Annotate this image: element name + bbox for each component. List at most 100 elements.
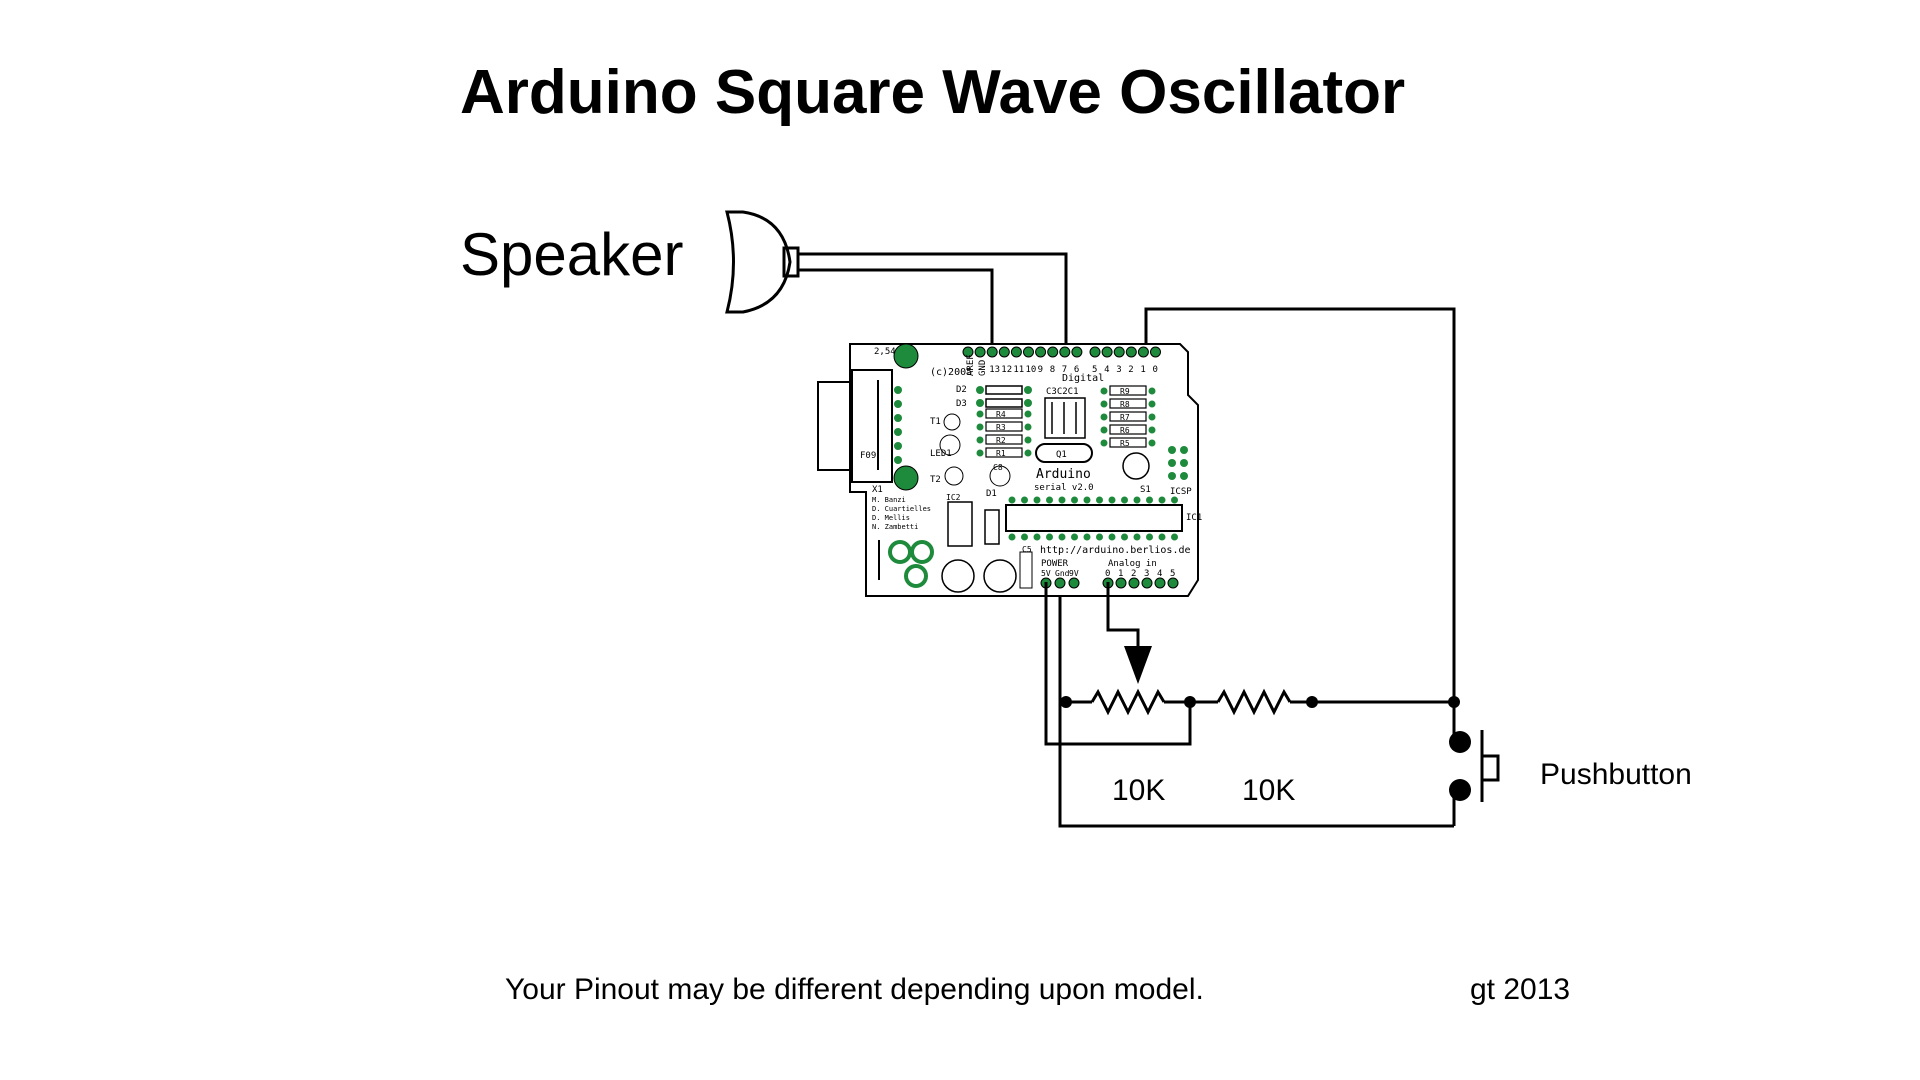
digital-pin-label: AREF	[966, 354, 976, 376]
transistor-t1	[943, 413, 961, 431]
digital-pin-label: 4	[1104, 365, 1109, 375]
digital-pin	[1101, 346, 1113, 358]
digital-pin-label: GND	[978, 360, 988, 376]
digital-pin	[1059, 346, 1071, 358]
footer-note: Your Pinout may be different depending u…	[505, 973, 1204, 1006]
power-label: POWER	[1041, 559, 1069, 569]
digital-pin	[1089, 346, 1101, 358]
mount-hole-bottom	[893, 465, 919, 491]
svg-text:S1: S1	[1140, 485, 1151, 495]
svg-text:D3: D3	[956, 399, 967, 409]
potentiometer-wiper-arrow	[1124, 646, 1152, 684]
power-pin	[1054, 577, 1066, 589]
power-pin-label: 9V	[1069, 569, 1079, 578]
junction-dots	[1060, 696, 1460, 708]
resistor-label: R1	[996, 449, 1006, 458]
digital-pin	[1035, 346, 1047, 358]
analog-pin	[1167, 577, 1179, 589]
speaker-symbol	[725, 210, 800, 314]
credit-name: D. Mellis	[872, 514, 910, 522]
svg-text:T1: T1	[930, 417, 941, 427]
digital-pin-label: 2	[1128, 365, 1133, 375]
ic1-chip	[1005, 504, 1183, 532]
svg-text:Q1: Q1	[1056, 450, 1067, 460]
credit-name: D. Cuartielles	[872, 505, 931, 513]
digital-pin	[974, 346, 986, 358]
footer-credit: gt 2013	[1470, 973, 1570, 1006]
capacitor-c8	[989, 465, 1011, 487]
fixed-resistor	[1216, 688, 1292, 716]
resistor-label: R2	[996, 436, 1006, 445]
board-url: http://arduino.berlios.de	[1040, 545, 1191, 556]
digital-pin-label: 6	[1074, 365, 1079, 375]
transistor-t2	[944, 466, 964, 486]
analog-pin	[1128, 577, 1140, 589]
analog-label: Analog in	[1108, 559, 1157, 569]
pushbutton-label: Pushbutton	[1540, 758, 1692, 791]
icsp-header	[1168, 446, 1188, 480]
digital-pin	[1071, 346, 1083, 358]
digital-pin-label: 5	[1092, 365, 1097, 375]
resistor	[1109, 437, 1147, 448]
diodes	[985, 385, 1023, 408]
digital-pin	[1047, 346, 1059, 358]
analog-pin-label: 4	[1157, 569, 1162, 579]
digital-pin-label: 12	[1001, 365, 1012, 375]
digital-pin-label: 3	[1116, 365, 1121, 375]
potentiometer-value: 10K	[1112, 774, 1165, 807]
resistor-label: R5	[1120, 439, 1130, 448]
svg-text:D2: D2	[956, 385, 967, 395]
digital-pin-label: 11	[1013, 365, 1024, 375]
resistor	[985, 434, 1023, 445]
svg-text:C8: C8	[993, 463, 1003, 472]
svg-text:F09: F09	[860, 451, 876, 461]
digital-pin	[1113, 346, 1125, 358]
analog-pin-label: 5	[1170, 569, 1175, 579]
diagram-title: Arduino Square Wave Oscillator	[460, 58, 1405, 127]
power-pin-label: 5V	[1041, 569, 1051, 578]
resistor	[1109, 398, 1147, 409]
power-jack	[888, 540, 934, 588]
analog-pin-label: 3	[1144, 569, 1149, 579]
credit-name: N. Zambetti	[872, 523, 918, 531]
resistor-label: R3	[996, 423, 1006, 432]
led1	[939, 434, 961, 456]
svg-text:C5: C5	[1022, 545, 1032, 554]
analog-pin-label: 2	[1131, 569, 1136, 579]
credit-name: M. Banzi	[872, 496, 906, 504]
diode-d1	[984, 509, 1000, 545]
digital-pin	[1125, 346, 1137, 358]
svg-text:T2: T2	[930, 475, 941, 485]
digital-label: Digital	[1062, 373, 1104, 384]
resistor	[985, 408, 1023, 419]
resistor	[985, 421, 1023, 432]
digital-pin-label: 9	[1038, 365, 1043, 375]
power-pin	[1068, 577, 1080, 589]
board-outline	[849, 343, 1199, 597]
analog-pin	[1115, 577, 1127, 589]
resistor-network-wires	[1044, 582, 1454, 746]
analog-pin	[1154, 577, 1166, 589]
pushbutton-symbol	[1449, 730, 1500, 802]
analog-pin-label: 0	[1105, 569, 1110, 579]
svg-text:ICSP: ICSP	[1170, 487, 1192, 497]
digital-pin-label: 7	[1062, 365, 1067, 375]
svg-text:D1: D1	[986, 489, 997, 499]
svg-text:IC2: IC2	[946, 493, 961, 502]
resistor-label: R8	[1120, 400, 1130, 409]
resistor	[1109, 411, 1147, 422]
resistor-label: R9	[1120, 387, 1130, 396]
digital-pin-label: 0	[1153, 365, 1158, 375]
digital-pin	[998, 346, 1010, 358]
digital-pin-label: 10	[1026, 365, 1037, 375]
digital-pin-label: 13	[989, 365, 1000, 375]
board-name: Arduino	[1036, 467, 1091, 482]
ic2-regulator	[947, 501, 973, 547]
capacitor-c6	[983, 559, 1017, 593]
resistor-label: R7	[1120, 413, 1130, 422]
capacitor-group	[1044, 397, 1086, 439]
board-model: serial v2.0	[1034, 483, 1094, 493]
resistor	[1109, 424, 1147, 435]
